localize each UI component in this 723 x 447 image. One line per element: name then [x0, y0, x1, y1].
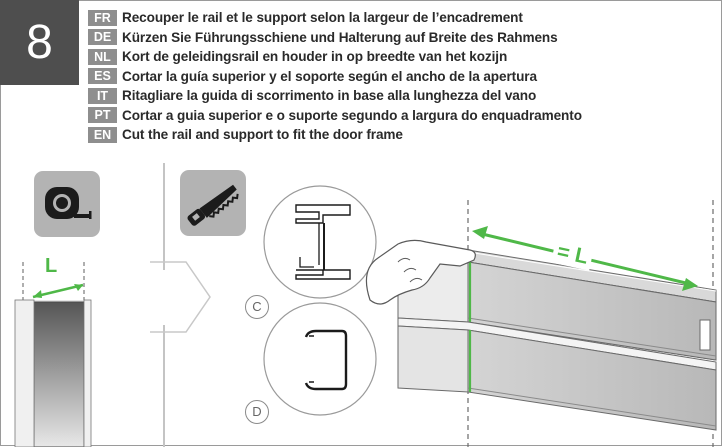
- instruction-en: EN Cut the rail and support to fit the d…: [88, 125, 582, 145]
- instruction-pt: PT Cortar a guia superior e o suporte se…: [88, 106, 582, 126]
- instruction-list: FR Recouper le rail et le support selon …: [88, 8, 582, 145]
- hand-saw-icon: [187, 184, 239, 226]
- lang-code: PT: [88, 107, 117, 124]
- support-profile-diagram: [263, 302, 377, 416]
- instruction-text: Cortar a guia superior e o suporte segun…: [122, 107, 582, 123]
- lang-code: NL: [88, 48, 117, 65]
- lower-support: [397, 317, 717, 431]
- lang-code: IT: [88, 87, 117, 104]
- instruction-es: ES Cortar la guía superior y el soporte …: [88, 67, 582, 87]
- hand-saw-tile: [180, 170, 246, 236]
- step-number: 8: [0, 0, 79, 85]
- instruction-it: IT Ritagliare la guida di scorrimento in…: [88, 86, 582, 106]
- hand-illustration: [365, 239, 476, 305]
- instruction-fr: FR Recouper le rail et le support selon …: [88, 8, 582, 28]
- lang-code: DE: [88, 29, 117, 46]
- tape-measure-icon: [45, 187, 92, 219]
- lang-code: FR: [88, 9, 117, 26]
- instruction-text: Kürzen Sie Führungsschiene und Halterung…: [122, 29, 558, 45]
- callout-d: D: [245, 400, 269, 424]
- rail-profile-diagram: [263, 185, 377, 299]
- instruction-text: Cortar la guía superior y el soporte seg…: [122, 68, 537, 84]
- instruction-nl: NL Kort de geleidingsrail en houder in o…: [88, 47, 582, 67]
- instruction-text: Ritagliare la guida di scorrimento in ba…: [122, 88, 537, 104]
- tape-measure-tile: [34, 171, 100, 237]
- callout-c: C: [245, 295, 269, 319]
- instruction-de: DE Kürzen Sie Führungsschiene und Halter…: [88, 28, 582, 48]
- lang-code: EN: [88, 126, 117, 143]
- width-label: L: [45, 255, 58, 277]
- instruction-text: Recouper le rail et le support selon la …: [122, 10, 523, 26]
- instruction-text: Kort de geleidingsrail en houder in op b…: [122, 49, 508, 65]
- lang-code: ES: [88, 68, 117, 85]
- instruction-text: Cut the rail and support to fit the door…: [122, 127, 403, 143]
- door-frame: [14, 262, 92, 447]
